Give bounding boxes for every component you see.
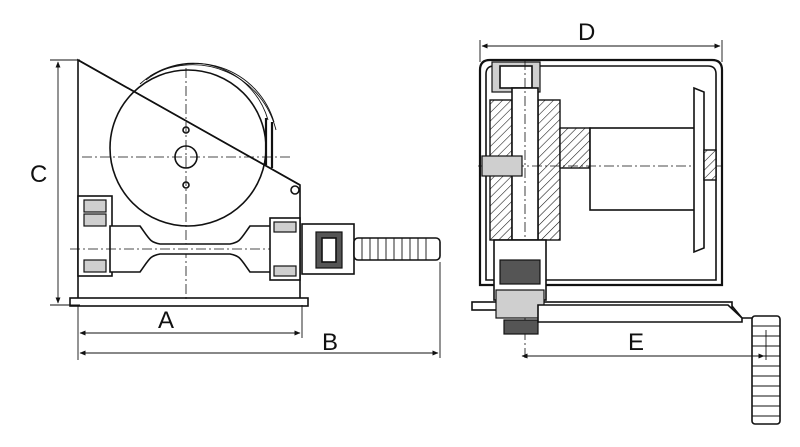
side-view: C A B xyxy=(30,58,441,360)
dim-label-b: B xyxy=(322,329,338,356)
dim-label-c: C xyxy=(30,161,47,188)
dim-label-a: A xyxy=(158,307,174,334)
dim-label-e: E xyxy=(628,329,644,356)
front-view: D E xyxy=(471,19,781,425)
dim-label-d: D xyxy=(578,19,595,46)
